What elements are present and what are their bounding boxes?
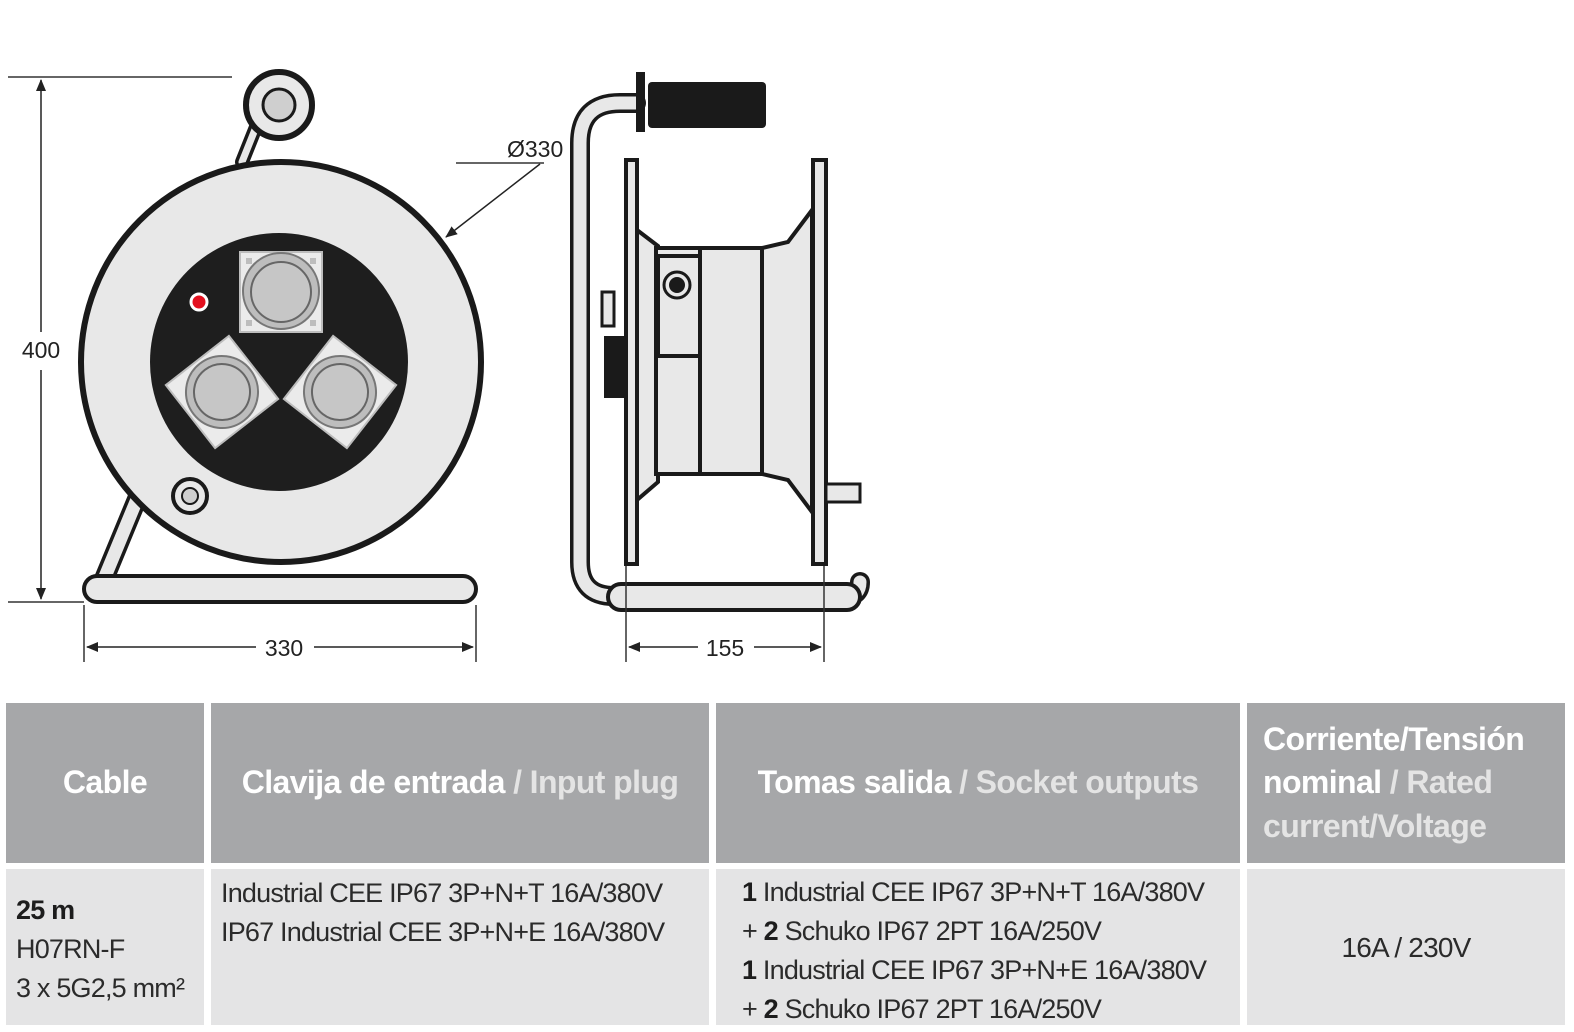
depth-label: 155 bbox=[706, 635, 744, 661]
cable-reel-front-view bbox=[78, 69, 484, 604]
height-label: 400 bbox=[22, 337, 60, 363]
width-label: 330 bbox=[265, 635, 303, 661]
dimension-height: 400 bbox=[8, 76, 232, 603]
cell-socket-outputs: 1 Industrial CEE IP67 3P+N+T 16A/380V + … bbox=[716, 869, 1240, 1025]
header-sockets-en: / Socket outputs bbox=[950, 764, 1199, 801]
socket-line: + 2 Schuko IP67 2PT 16A/250V bbox=[742, 916, 1102, 946]
socket-line: 1 Industrial CEE IP67 3P+N+E 16A/380V bbox=[742, 955, 1207, 985]
indicator-lamp-icon bbox=[189, 292, 209, 312]
header-rated: Corriente/Tensión nominal / Rated curren… bbox=[1247, 703, 1565, 863]
header-rated-es2: nominal bbox=[1263, 764, 1382, 801]
header-sockets-es: Tomas salida bbox=[757, 764, 952, 801]
handle-knob-icon bbox=[243, 69, 315, 141]
cell-rated: 16A / 230V bbox=[1247, 869, 1565, 1025]
cable-type: H07RN-F bbox=[16, 934, 125, 964]
header-plug-en: / Input plug bbox=[504, 764, 679, 801]
header-cable-label: Cable bbox=[62, 764, 148, 801]
technical-drawing: 400 330 Ø330 bbox=[8, 69, 870, 662]
rated-value: 16A / 230V bbox=[1341, 931, 1471, 963]
plug-line-2: IP67 Industrial CEE 3P+N+E 16A/380V bbox=[221, 917, 665, 947]
cable-reel-side-view bbox=[570, 72, 870, 612]
dimension-width: 330 bbox=[83, 605, 477, 662]
header-rated-en2: current/Voltage bbox=[1263, 807, 1487, 844]
socket-line: 1 Industrial CEE IP67 3P+N+T 16A/380V bbox=[742, 877, 1205, 907]
cell-input-plug: Industrial CEE IP67 3P+N+T 16A/380V IP67… bbox=[211, 869, 709, 1025]
cable-grommet-icon bbox=[171, 477, 209, 515]
header-input-plug: Clavija de entrada / Input plug bbox=[211, 703, 709, 863]
spec-table: Cable Clavija de entrada / Input plug To… bbox=[6, 703, 1565, 1025]
header-plug-es: Clavija de entrada bbox=[241, 764, 506, 801]
dimension-diameter: Ø330 bbox=[445, 136, 563, 238]
header-rated-es1: Corriente/Tensión bbox=[1263, 721, 1525, 758]
cee-socket-icon bbox=[239, 251, 323, 333]
header-cable: Cable bbox=[6, 703, 204, 863]
diameter-label: Ø330 bbox=[507, 136, 563, 162]
plug-line-1: Industrial CEE IP67 3P+N+T 16A/380V bbox=[221, 878, 663, 908]
socket-line: + 2 Schuko IP67 2PT 16A/250V bbox=[742, 994, 1102, 1024]
cable-length: 25 m bbox=[16, 895, 75, 925]
cable-section: 3 x 5G2,5 mm² bbox=[16, 973, 185, 1003]
cell-cable: 25 m H07RN-F 3 x 5G2,5 mm² bbox=[6, 869, 204, 1025]
header-rated-en1: / Rated bbox=[1381, 764, 1493, 801]
dimension-depth: 155 bbox=[625, 566, 825, 662]
header-socket-outputs: Tomas salida / Socket outputs bbox=[716, 703, 1240, 863]
schuko-socket-icon bbox=[282, 334, 398, 450]
schuko-socket-icon bbox=[164, 334, 280, 450]
